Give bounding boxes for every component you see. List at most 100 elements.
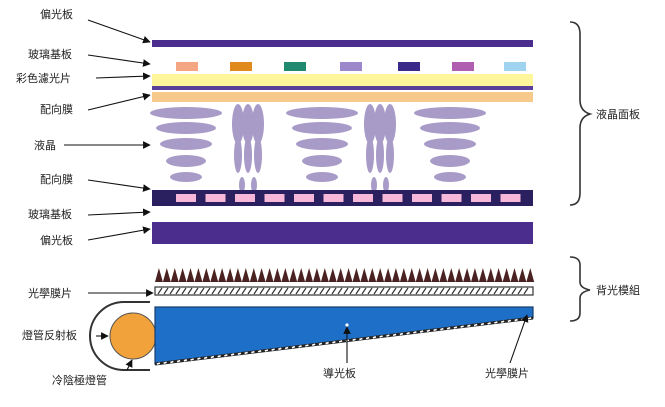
bottom-film-mark <box>359 337 363 341</box>
label-glass-top: 玻璃基板 <box>28 47 72 61</box>
film-hatch-line <box>301 287 307 295</box>
lc-molecule-tilted <box>251 177 257 193</box>
bottom-film-mark <box>176 359 181 363</box>
lc-molecule-flat <box>434 172 466 182</box>
film-hatch-line <box>169 287 175 295</box>
lamp-reflector <box>89 301 150 371</box>
tft-pixel-cells <box>176 194 521 202</box>
film-hatch-line <box>337 287 343 295</box>
film-hatch-line <box>457 287 463 295</box>
bottom-film-mark <box>224 354 228 357</box>
bottom-film-mark <box>217 354 221 358</box>
lc-molecule-tilted <box>386 137 394 173</box>
liquid-crystal-molecules <box>150 104 486 193</box>
tft-pixel-cell <box>353 194 373 202</box>
bottom-film-mark <box>318 342 323 346</box>
label-lcd-panel: 液晶面板 <box>596 107 640 121</box>
bottom-film-mark <box>446 327 451 330</box>
lc-molecule-flat <box>424 138 476 150</box>
film-hatch-line <box>409 287 415 295</box>
bottom-film-mark <box>399 332 404 336</box>
bottom-film-mark <box>372 336 377 339</box>
bottom-film-mark <box>251 350 255 354</box>
lc-molecule-tilted <box>244 137 252 173</box>
tft-pixel-cell <box>205 194 226 202</box>
bottom-film-mark <box>365 336 370 340</box>
film-hatch-line <box>265 287 271 295</box>
bottom-film-mark <box>183 359 188 362</box>
bottom-film-mark <box>426 329 431 332</box>
polarizer-top-layer <box>152 40 533 47</box>
label-polarizer-top: 偏光板 <box>40 7 73 21</box>
color-filter-cell <box>284 62 306 71</box>
lc-molecule-flat <box>430 155 470 167</box>
lc-molecule-flat <box>166 155 206 167</box>
film-hatch-line <box>259 287 265 295</box>
lc-molecule-tilted <box>239 177 245 193</box>
tft-pixel-cell <box>264 194 285 202</box>
bottom-film-mark <box>332 340 336 344</box>
film-hatch-line <box>451 287 457 295</box>
label-polarizer-bottom: 偏光板 <box>40 233 73 247</box>
bottom-film-mark <box>487 322 491 325</box>
bottom-film-mark <box>203 356 208 360</box>
label-arrows <box>64 19 529 371</box>
bottom-film-mark <box>480 322 485 326</box>
bottom-film-mark <box>325 341 329 345</box>
lc-molecule-flat <box>296 138 348 150</box>
film-hatch-line <box>241 287 247 295</box>
tft-pixel-cell <box>441 194 462 202</box>
ccfl-lamp <box>109 312 157 360</box>
bottom-film-mark <box>514 318 518 322</box>
film-hatch-line <box>331 287 337 295</box>
backlight-brace <box>569 256 591 322</box>
film-hatch-line <box>163 287 169 295</box>
bottom-film-mark <box>379 335 383 338</box>
bottom-film-mark <box>406 331 410 335</box>
label-color-filter: 彩色濾光片 <box>16 71 71 85</box>
film-hatch-line <box>433 287 439 295</box>
lc-molecule-tilted <box>376 137 384 173</box>
bottom-film-mark <box>413 331 417 334</box>
lc-molecule-tilted <box>371 177 377 193</box>
label-lamp-reflector: 燈管反射板 <box>22 328 77 342</box>
bottom-film-mark <box>244 351 248 355</box>
film-hatch-line <box>487 287 493 295</box>
bottom-film-mark <box>527 317 532 320</box>
bottom-film-mark <box>467 324 471 328</box>
label-optical-film-left: 光學膜片 <box>28 286 72 300</box>
film-hatch-line <box>481 287 487 295</box>
bottom-film-mark <box>419 330 424 333</box>
film-hatch-line <box>391 287 397 295</box>
bottom-film-mark <box>311 343 316 346</box>
bottom-film-mark <box>284 346 289 350</box>
lc-molecule-tilted <box>242 104 254 144</box>
polarizer-bottom-layer <box>152 222 533 244</box>
lc-molecule-tilted <box>383 177 389 193</box>
film-hatch-line <box>199 287 205 295</box>
bottom-film-mark <box>500 320 505 323</box>
color-filter-strip <box>152 74 533 86</box>
bottom-film-mark <box>352 338 356 342</box>
bottom-film-mark <box>460 325 464 328</box>
film-hatch-line <box>523 287 529 295</box>
lc-molecule-tilted <box>234 137 242 173</box>
lc-molecule-tilted <box>366 137 374 173</box>
film-hatch-line <box>229 287 235 295</box>
film-hatch-line <box>475 287 481 295</box>
film-hatch-line <box>181 287 187 295</box>
bottom-film-mark <box>278 347 282 351</box>
bottom-film-mark <box>257 350 262 353</box>
label-backlight-module: 背光模組 <box>596 283 640 297</box>
film-hatch-line <box>295 287 301 295</box>
bottom-film-mark <box>494 321 498 324</box>
optical-film-sheet <box>154 286 534 296</box>
bottom-film-mark <box>271 348 275 351</box>
film-hatch-line <box>277 287 283 295</box>
tft-pixel-cell <box>500 194 521 202</box>
film-hatch-line <box>397 287 403 295</box>
film-hatch-line <box>187 287 193 295</box>
color-filter-line <box>152 86 533 90</box>
lc-molecule-flat <box>420 122 480 134</box>
color-filter-cell <box>340 62 362 71</box>
